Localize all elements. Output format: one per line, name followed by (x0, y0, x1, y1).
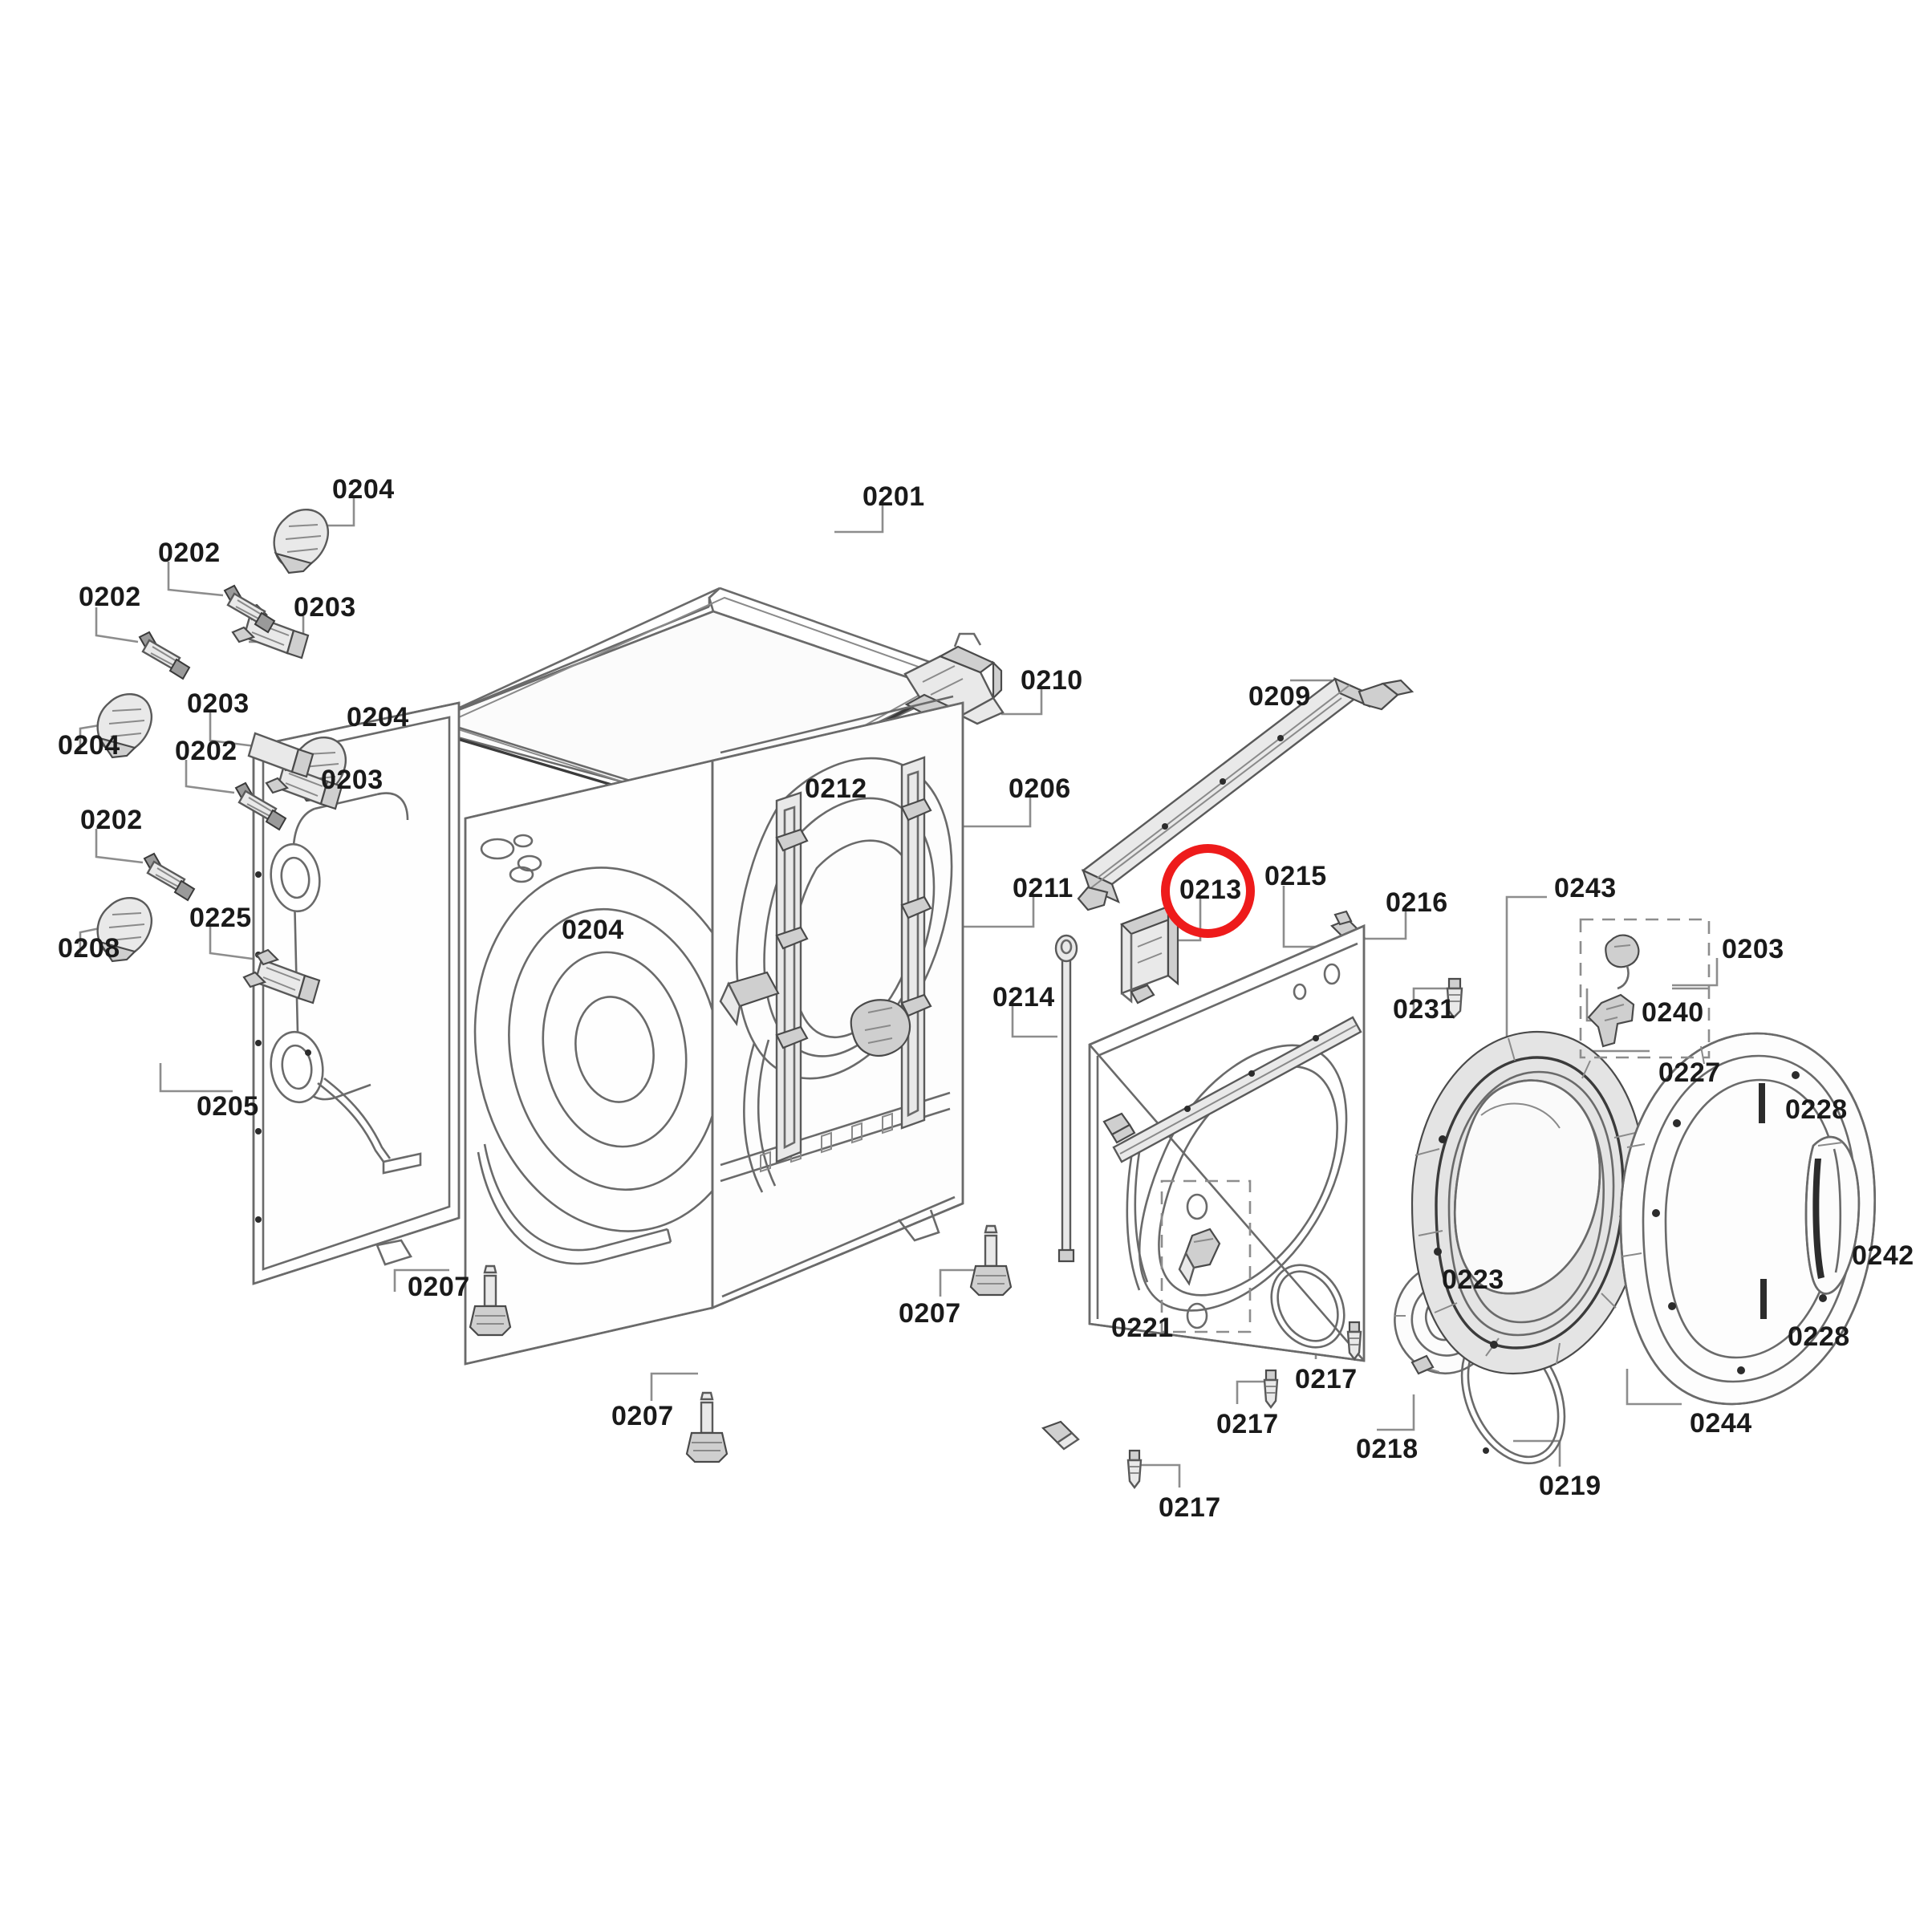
part-0208-detail (509, 866, 534, 883)
callout-0203: 0203 (321, 765, 384, 795)
part-0221-door-lock-group (1160, 1179, 1252, 1333)
callout-0223: 0223 (1442, 1264, 1504, 1295)
part-0216-front-panel (1088, 924, 1366, 1362)
highlight-ring-0213 (1161, 844, 1255, 938)
callout-0201: 0201 (862, 481, 925, 512)
part-0231-screw (1446, 977, 1463, 1019)
part-0204-clip-c (96, 692, 153, 759)
callout-0202: 0202 (175, 736, 237, 766)
callout-0231: 0231 (1393, 994, 1455, 1025)
callout-0217: 0217 (1216, 1409, 1279, 1439)
part-0228-pin-a (1759, 1083, 1765, 1123)
callout-0207: 0207 (611, 1401, 674, 1431)
callout-0210: 0210 (1021, 665, 1083, 696)
callout-0242: 0242 (1852, 1240, 1914, 1271)
part-0213-control-module (1120, 904, 1179, 1005)
callout-0227: 0227 (1658, 1057, 1721, 1088)
callout-0207: 0207 (408, 1272, 470, 1302)
part-0202-screw-b (138, 631, 191, 680)
callout-0214: 0214 (992, 982, 1055, 1013)
callout-0218: 0218 (1356, 1434, 1419, 1464)
callout-0207: 0207 (899, 1298, 961, 1329)
callout-0202: 0202 (79, 582, 141, 612)
part-0217-screw-a (1346, 1321, 1362, 1361)
callout-0204: 0204 (347, 702, 409, 733)
callout-0204: 0204 (332, 474, 395, 505)
part-0242-handle (1804, 1135, 1861, 1295)
part-0203-damper-c (242, 948, 321, 1005)
part-0202-screw-c (234, 781, 287, 831)
callout-0243: 0243 (1554, 873, 1617, 903)
part-0203-damper-b (265, 754, 343, 810)
part-0202-screw-a (223, 584, 276, 634)
part-0217-screw-b (1263, 1369, 1279, 1409)
callout-0225: 0203 (1722, 934, 1784, 964)
part-0205-side-panel (252, 701, 461, 1285)
callout-0219: 0219 (1539, 1471, 1601, 1501)
part-0207-levelling-foot-a (469, 1264, 512, 1337)
callout-0204: 0208 (58, 933, 120, 964)
part-0223-door-glass (1453, 1079, 1601, 1295)
part-0240-catch (1605, 934, 1640, 990)
callout-0205: 0205 (197, 1091, 259, 1122)
part-0217-screw-c (1126, 1449, 1143, 1489)
callout-0217: 0217 (1159, 1492, 1221, 1523)
part-0204-clip-d (96, 896, 153, 963)
part-0227-hook (1587, 993, 1635, 1048)
callout-0215: 0215 (1264, 861, 1327, 891)
callout-0216: 0216 (1386, 887, 1448, 918)
part-0214-rod (1054, 934, 1078, 1263)
callout-0228: 0228 (1788, 1321, 1850, 1352)
callout-0244: 0244 (1690, 1408, 1752, 1439)
part-0206-cabinet-front (464, 759, 756, 1366)
callout-0202: 0202 (80, 805, 143, 835)
part-0204-clip-a (273, 508, 330, 574)
callout-0212: 0212 (805, 773, 867, 804)
part-0228-pin-b (1760, 1279, 1767, 1319)
callout-0211: 0211 (1013, 873, 1074, 903)
part-0209-top-rail (1077, 676, 1414, 911)
callout-0240: 0240 (1642, 997, 1704, 1028)
callout-0217: 0217 (1295, 1364, 1358, 1394)
callout-0228: 0228 (1785, 1094, 1848, 1125)
part-0225-group-box (1579, 918, 1711, 1059)
callout-0221: 0221 (1111, 1313, 1174, 1343)
part-0244-door-ring (1619, 1032, 1877, 1406)
part-clip-lower-left (1041, 1420, 1080, 1451)
callout-0206: 0206 (1009, 773, 1071, 804)
part-0207-levelling-foot-c (685, 1391, 729, 1463)
callout-0208: 0204 (562, 915, 624, 945)
callout-0203: 0203 (187, 688, 250, 719)
part-bracket-mid-left (719, 971, 780, 1027)
part-0203-damper-d (247, 732, 315, 778)
part-0212-hinge-rail (775, 791, 809, 1163)
callout-0203: 0203 (294, 592, 356, 623)
part-0211-hinge-rail (850, 756, 932, 1130)
callout-0203: 0225 (189, 903, 252, 933)
callout-0204: 0204 (58, 730, 120, 761)
part-0207-levelling-foot-b (969, 1224, 1013, 1297)
callout-0209: 0209 (1248, 681, 1311, 712)
part-0202-screw-d (143, 852, 196, 902)
callout-0202: 0202 (158, 538, 221, 568)
part-0210-hinge-bracket (903, 632, 1005, 725)
